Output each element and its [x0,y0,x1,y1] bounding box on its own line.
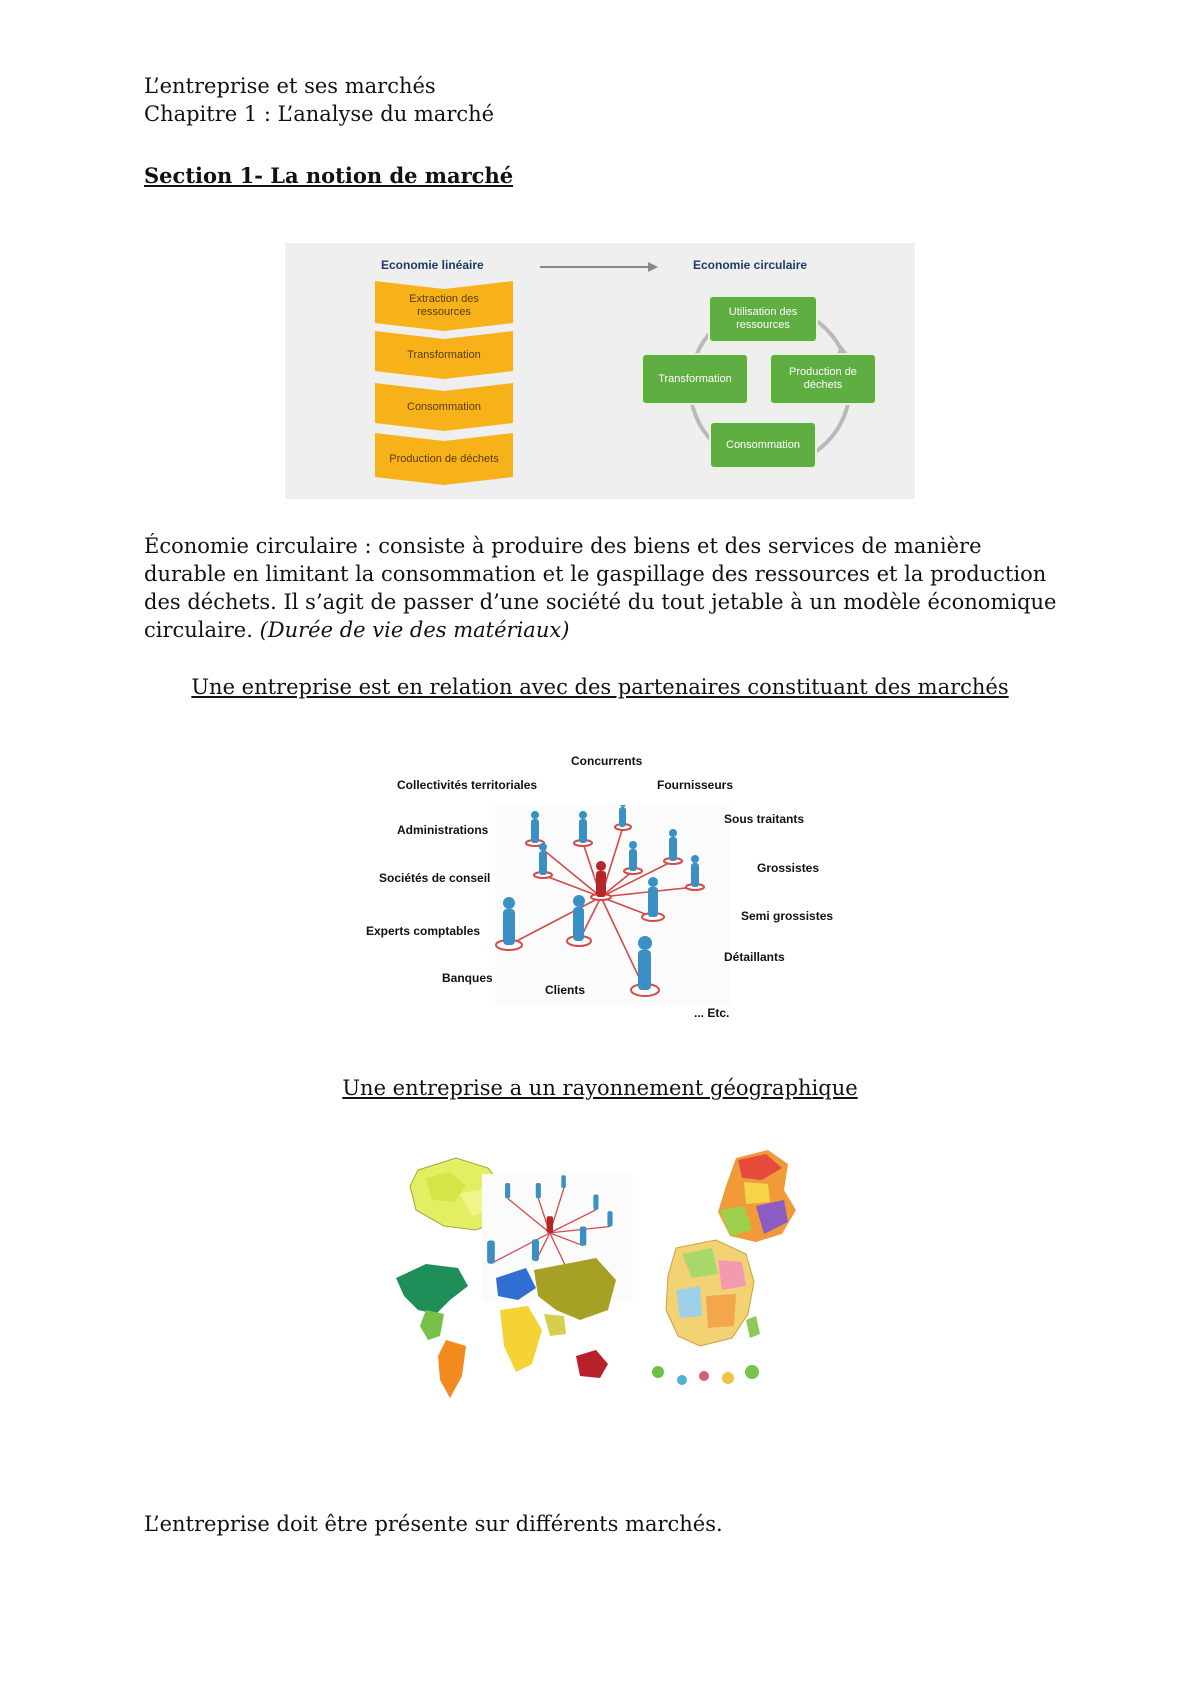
label-societes-conseil: Sociétés de conseil [379,871,491,885]
label-sous-traitants: Sous traitants [724,812,805,826]
arrow-right-icon [540,262,658,272]
linear-economy-title: Economie linéaire [381,258,484,272]
paragraph-text: Économie circulaire : consiste à produir… [144,534,1057,642]
closing-sentence: L’entreprise doit être présente sur diff… [144,1512,723,1536]
france-map-icon [652,1239,760,1385]
paragraph-italic-note: (Durée de vie des matériaux) [259,618,570,642]
course-title: L’entreprise et ses marchés [144,74,436,98]
label-grossistes: Grossistes [757,861,820,875]
section-title: Section 1- La notion de marché [144,163,514,188]
partners-heading: Une entreprise est en relation avec des … [191,675,1009,699]
label-detaillants: Détaillants [724,950,785,964]
label-semi-grossistes: Semi grossistes [741,909,834,923]
label-fournisseurs: Fournisseurs [657,778,734,792]
linear-step-consommation: Consommation [375,383,513,431]
circular-step-transformation: Transformation [641,353,749,405]
label-collectivites: Collectivités territoriales [397,778,538,792]
chapter-title: Chapitre 1 : L’analyse du marché [144,102,495,126]
label-experts-comptables: Experts comptables [366,924,481,938]
geo-heading: Une entreprise a un rayonnement géograph… [342,1076,858,1100]
circular-step-dechets: Production de déchets [769,353,877,405]
label-banques: Banques [442,971,493,985]
network-illustration [495,805,730,1005]
circular-step-consommation: Consommation [709,421,817,469]
department-map-icon [718,1150,796,1242]
label-etc: ... Etc. [694,1006,730,1020]
linear-step-transformation: Transformation [375,331,513,379]
geography-collage [396,1150,796,1398]
linear-step-dechets: Production de déchets [375,433,513,485]
circular-step-utilisation: Utilisation des ressources [708,295,818,343]
label-concurrents: Concurrents [571,754,643,768]
world-map-icon [396,1258,616,1398]
linear-step-extraction: Extraction des ressources [375,281,513,331]
label-clients: Clients [545,983,586,997]
circular-economy-paragraph: Économie circulaire : consiste à produir… [144,532,1064,644]
label-administrations: Administrations [397,823,489,837]
economy-diagram: Economie linéaire Economie circulaire Ex… [285,243,915,499]
circular-economy-title: Economie circulaire [693,258,808,272]
